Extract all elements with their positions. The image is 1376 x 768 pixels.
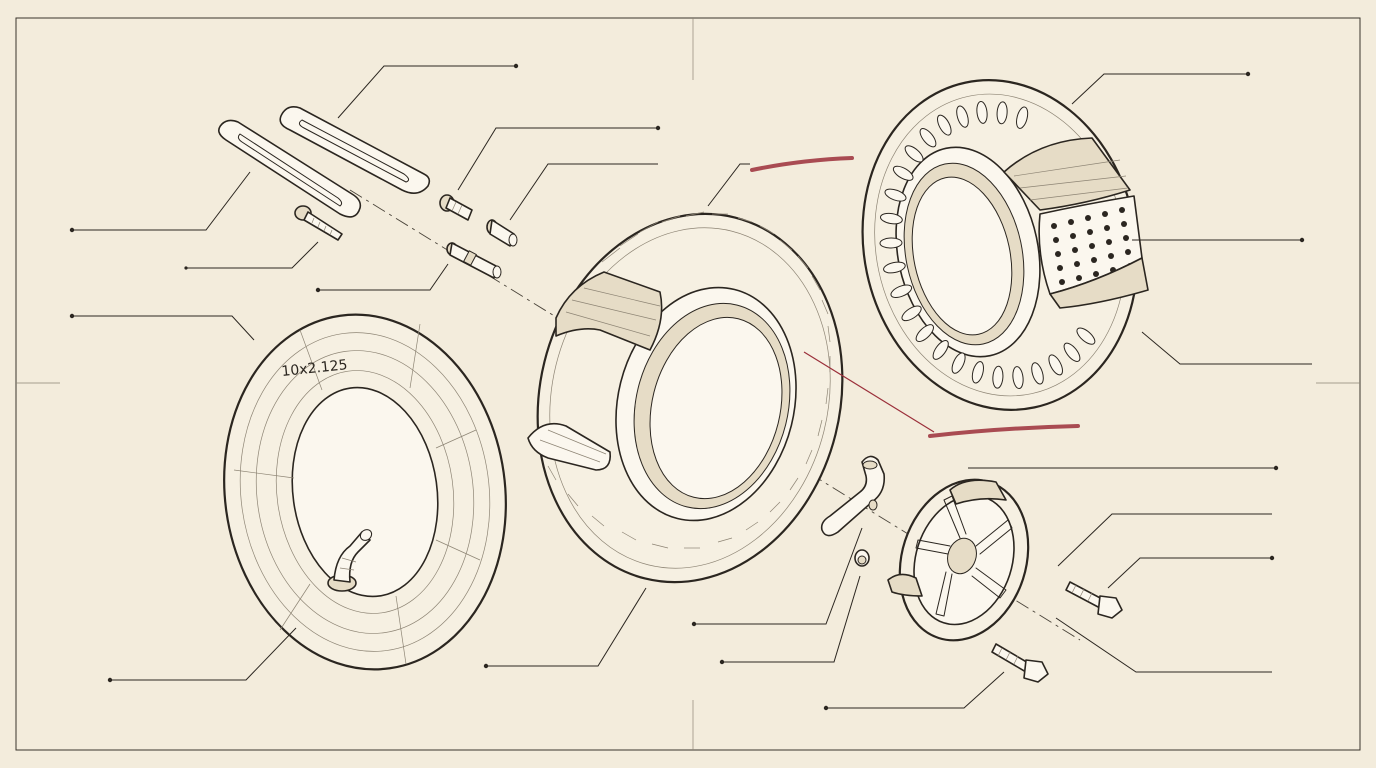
tire-vent-hole <box>956 105 969 128</box>
tire-vent-hole <box>904 145 924 163</box>
pneumatic-tire <box>527 211 935 584</box>
tire-vent-hole <box>879 237 903 249</box>
washer <box>854 549 870 567</box>
tire-vent-hole <box>915 324 934 343</box>
tire-vent-hole <box>951 352 966 374</box>
foam-cell <box>1074 261 1080 267</box>
foam-cell <box>1068 219 1074 225</box>
foam-cell <box>1053 237 1059 243</box>
tire-vent-hole <box>890 284 913 298</box>
foam-cell <box>1087 229 1093 235</box>
tire-vent-hole <box>883 261 906 274</box>
tire-vent-hole <box>1048 354 1063 376</box>
tire-vent-hole <box>1063 342 1081 362</box>
foam-cell <box>1085 215 1091 221</box>
valve-cap <box>486 219 518 247</box>
foam-cell <box>1070 233 1076 239</box>
tire-vent-hole <box>1016 106 1029 129</box>
foam-cell <box>1104 225 1110 231</box>
tire-lever-1 <box>218 119 362 218</box>
tube-size-label: 10x2.125 <box>281 357 348 380</box>
rim-hub <box>887 478 1030 642</box>
small-bolt <box>294 205 343 241</box>
red-highlight-top <box>750 156 854 172</box>
red-highlight-bottom <box>928 424 1080 438</box>
foam-cell <box>1091 257 1097 263</box>
valve-screw <box>439 194 473 221</box>
foam-cell <box>1072 247 1078 253</box>
foam-cell <box>1093 271 1099 277</box>
axle-bolt-1 <box>1065 581 1123 619</box>
tire-vent-hole <box>880 212 903 225</box>
foam-cell <box>1125 249 1131 255</box>
leader-lines <box>69 63 1312 711</box>
foam-cell <box>1119 207 1125 213</box>
inner-tube: 10x2.125 <box>223 313 507 671</box>
valve-stem <box>446 242 502 279</box>
tire-vent-hole <box>992 365 1004 389</box>
foam-cell <box>1121 221 1127 227</box>
tire-vent-hole <box>901 305 922 322</box>
tire-vent-hole <box>1076 327 1096 345</box>
foam-cell <box>1055 251 1061 257</box>
tire-vent-hole <box>1012 366 1024 390</box>
valve-extension <box>820 455 886 537</box>
tire-vent-hole <box>1031 362 1044 385</box>
tire-lever-2 <box>279 106 431 194</box>
tire-vent-hole <box>892 165 914 181</box>
tire-vent-hole <box>976 100 988 124</box>
drawing-frame <box>15 17 1361 751</box>
solid-tire <box>861 79 1149 411</box>
foam-cell <box>1106 239 1112 245</box>
foam-cell <box>1057 265 1063 271</box>
tire-vent-hole <box>996 101 1008 125</box>
foam-cell <box>1059 279 1065 285</box>
axle-bolt-2 <box>991 643 1049 683</box>
foam-cell <box>1051 223 1057 229</box>
foam-cell <box>1076 275 1082 281</box>
foam-cell <box>1102 211 1108 217</box>
tire-vent-hole <box>971 361 984 384</box>
tire-vent-hole <box>884 188 907 202</box>
tire-vent-hole <box>937 114 952 136</box>
foam-cell <box>1108 253 1114 259</box>
tire-vent-hole <box>932 339 949 360</box>
tire-vent-hole <box>919 128 937 148</box>
foam-cell <box>1123 235 1129 241</box>
foam-cell <box>1089 243 1095 249</box>
